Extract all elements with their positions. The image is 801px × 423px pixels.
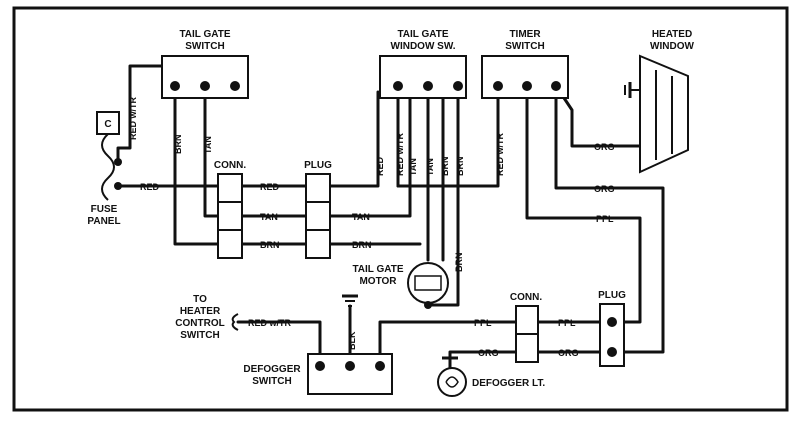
wire-label-red-wtr-window: RED w/TR — [395, 132, 405, 176]
label-plug-bottom: PLUG — [598, 290, 626, 301]
wire-label-tan-left: TAN — [203, 136, 213, 154]
label-conn-top: CONN. — [214, 160, 246, 171]
wire-red-wtr-timer — [396, 84, 500, 188]
wire-label-org-bottom-right: ORG — [558, 348, 579, 358]
wire-label-red-wtr-fuse: RED w/TR — [128, 96, 138, 140]
wire-label-brn-window-b: BRN — [455, 157, 465, 177]
wire-label-brn-mid: BRN — [260, 240, 280, 250]
conn-top — [217, 173, 243, 259]
wire-label-ppl-bottom-right: PPL — [558, 318, 576, 328]
label-fuse-panel-1: FUSE — [91, 204, 118, 215]
heater-connector-icon — [231, 313, 239, 331]
diagram-frame — [12, 6, 789, 412]
wire-org-plug — [554, 84, 665, 354]
wire-label-org-plug: ORG — [594, 184, 615, 194]
label-to-heater-2: HEATER — [180, 306, 221, 317]
heated-window — [624, 54, 689, 174]
label-tail-gate-switch-1: TAIL GATE — [179, 29, 230, 40]
wire-label-tan-window-b: TAN — [425, 158, 435, 176]
wire-ppl-bottom — [378, 320, 614, 368]
label-to-heater-4: SWITCH — [180, 330, 219, 341]
label-window-sw-2: WINDOW SW. — [391, 41, 456, 52]
label-defogger-switch-1: DEFOGGER — [243, 364, 301, 375]
wire-label-tan-right: TAN — [352, 212, 370, 222]
label-fuse-letter: C — [104, 119, 111, 130]
wire-label-red-mid: RED — [260, 182, 280, 192]
wire-label-brn-motor: BRN — [454, 253, 464, 273]
label-conn-bottom: CONN. — [510, 292, 542, 303]
label-to-heater-3: CONTROL — [175, 318, 224, 329]
wire-label-red-window: RED — [375, 156, 385, 176]
wire-label-org-window: ORG — [594, 142, 615, 152]
tail-gate-window-switch — [379, 55, 467, 99]
plug-bottom — [599, 303, 625, 367]
wire-label-tan-mid: TAN — [260, 212, 278, 222]
tail-gate-motor — [407, 262, 449, 309]
label-timer-switch-2: SWITCH — [505, 41, 544, 52]
label-to-heater-1: TO — [193, 294, 207, 305]
label-plug-top: PLUG — [304, 160, 332, 171]
wire-label-org-lamp: ORG — [478, 348, 499, 358]
wire-label-red-fuse: RED — [140, 182, 160, 192]
wire-label-red-wtr-heater: RED w/TR — [248, 318, 292, 328]
wire-brn-motor-b — [426, 84, 460, 307]
wire-brn — [173, 84, 422, 246]
wire-label-tan-window-a: TAN — [408, 158, 418, 176]
label-timer-switch-1: TIMER — [509, 29, 541, 40]
label-tail-gate-switch-2: SWITCH — [185, 41, 224, 52]
wire-label-brn-left: BRN — [173, 135, 183, 155]
wire-label-blk: BLK — [347, 331, 357, 350]
timer-switch — [481, 55, 569, 99]
label-heated-window-1: HEATED — [652, 29, 692, 40]
label-window-sw-1: TAIL GATE — [397, 29, 448, 40]
wire-label-ppl-plug: PPL — [596, 214, 614, 224]
wire-label-ppl-bottom-left: PPL — [474, 318, 492, 328]
defogger-lamp-icon — [437, 356, 467, 397]
plug-top — [305, 173, 331, 259]
label-tail-gate-motor-2: MOTOR — [359, 276, 397, 287]
wire-label-brn-window-a: BRN — [440, 157, 450, 177]
label-heated-window-2: WINDOW — [650, 41, 694, 52]
conn-bottom — [515, 305, 539, 363]
label-defogger-lt: DEFOGGER LT. — [472, 378, 545, 389]
wire-red-main — [116, 90, 380, 188]
label-tail-gate-motor-1: TAIL GATE — [352, 264, 403, 275]
defogger-switch — [307, 353, 393, 395]
label-defogger-switch-2: SWITCH — [252, 376, 291, 387]
wire-ppl-plug — [525, 84, 642, 324]
wire-label-brn-right: BRN — [352, 240, 372, 250]
ground-icon — [342, 294, 358, 307]
tail-gate-switch — [161, 55, 249, 99]
wire-red-wtr-heater — [236, 320, 322, 368]
wire-label-red-wtr-timer: RED w/TR — [495, 132, 505, 176]
label-fuse-panel-2: PANEL — [87, 216, 120, 227]
fuse-panel — [96, 111, 122, 201]
